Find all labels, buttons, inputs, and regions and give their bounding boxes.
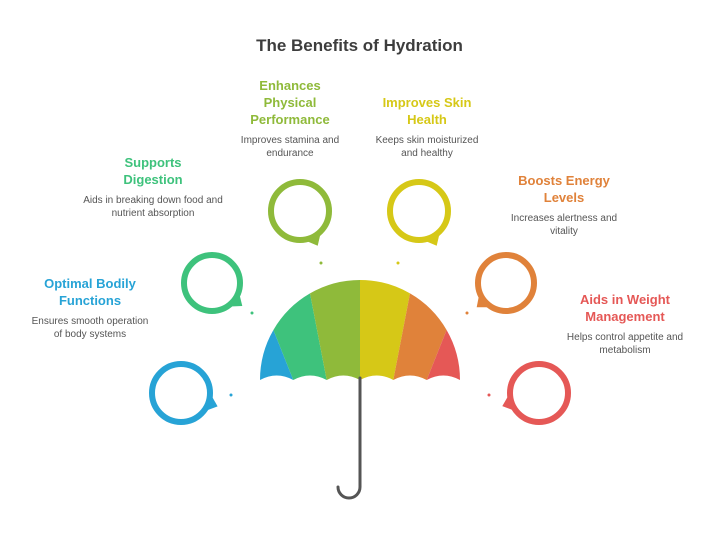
benefit-supports-digestion: Supports Digestion Aids in breaking down… <box>83 154 223 220</box>
speech-bubble-icon <box>181 252 243 314</box>
umbrella-panel <box>260 330 294 380</box>
connector-dot <box>250 311 254 315</box>
benefit-optimal-bodily-functions: Optimal Bodily Functions Ensures smooth … <box>30 275 150 341</box>
benefit-heading: Aids in Weight Management <box>579 292 671 324</box>
umbrella-panel <box>310 280 360 380</box>
benefit-description: Increases alertness and vitality <box>510 213 618 237</box>
connector-dot <box>229 393 233 397</box>
benefit-description: Improves stamina and endurance <box>240 135 340 159</box>
benefit-heading: Improves Skin Health <box>382 95 472 127</box>
umbrella-panel <box>426 330 460 380</box>
connector-dot <box>487 393 491 397</box>
connector-dot <box>396 261 400 265</box>
benefit-heading: Enhances Physical Performance <box>250 78 330 127</box>
speech-bubble-icon <box>149 361 213 425</box>
umbrella-panel <box>360 280 410 380</box>
benefit-heading: Optimal Bodily Functions <box>44 276 136 308</box>
umbrella-panel <box>393 293 447 380</box>
benefit-heading: Boosts Energy Levels <box>518 173 610 205</box>
benefit-description: Keeps skin moisturized and healthy <box>375 135 479 159</box>
speech-bubble-icon <box>507 361 571 425</box>
speech-bubble-icon <box>268 179 332 243</box>
benefit-description: Ensures smooth operation of body systems <box>31 316 149 340</box>
benefit-heading: Supports Digestion <box>123 155 183 187</box>
speech-bubble-icon <box>475 252 537 314</box>
umbrella-handle <box>336 376 362 500</box>
benefit-enhances-physical-performance: Enhances Physical Performance Improves s… <box>225 77 355 160</box>
benefit-improves-skin-health: Improves Skin Health Keeps skin moisturi… <box>362 94 492 160</box>
benefit-boosts-energy-levels: Boosts Energy Levels Increases alertness… <box>496 172 632 238</box>
connector-dot <box>319 261 323 265</box>
umbrella-panel <box>273 293 327 380</box>
benefit-description: Aids in breaking down food and nutrient … <box>83 195 223 219</box>
speech-bubble-icon <box>387 179 451 243</box>
benefit-aids-in-weight-management: Aids in Weight Management Helps control … <box>560 291 690 357</box>
page-title: The Benefits of Hydration <box>256 36 463 55</box>
connector-dot <box>465 311 469 315</box>
benefit-description: Helps control appetite and metabolism <box>566 332 684 356</box>
